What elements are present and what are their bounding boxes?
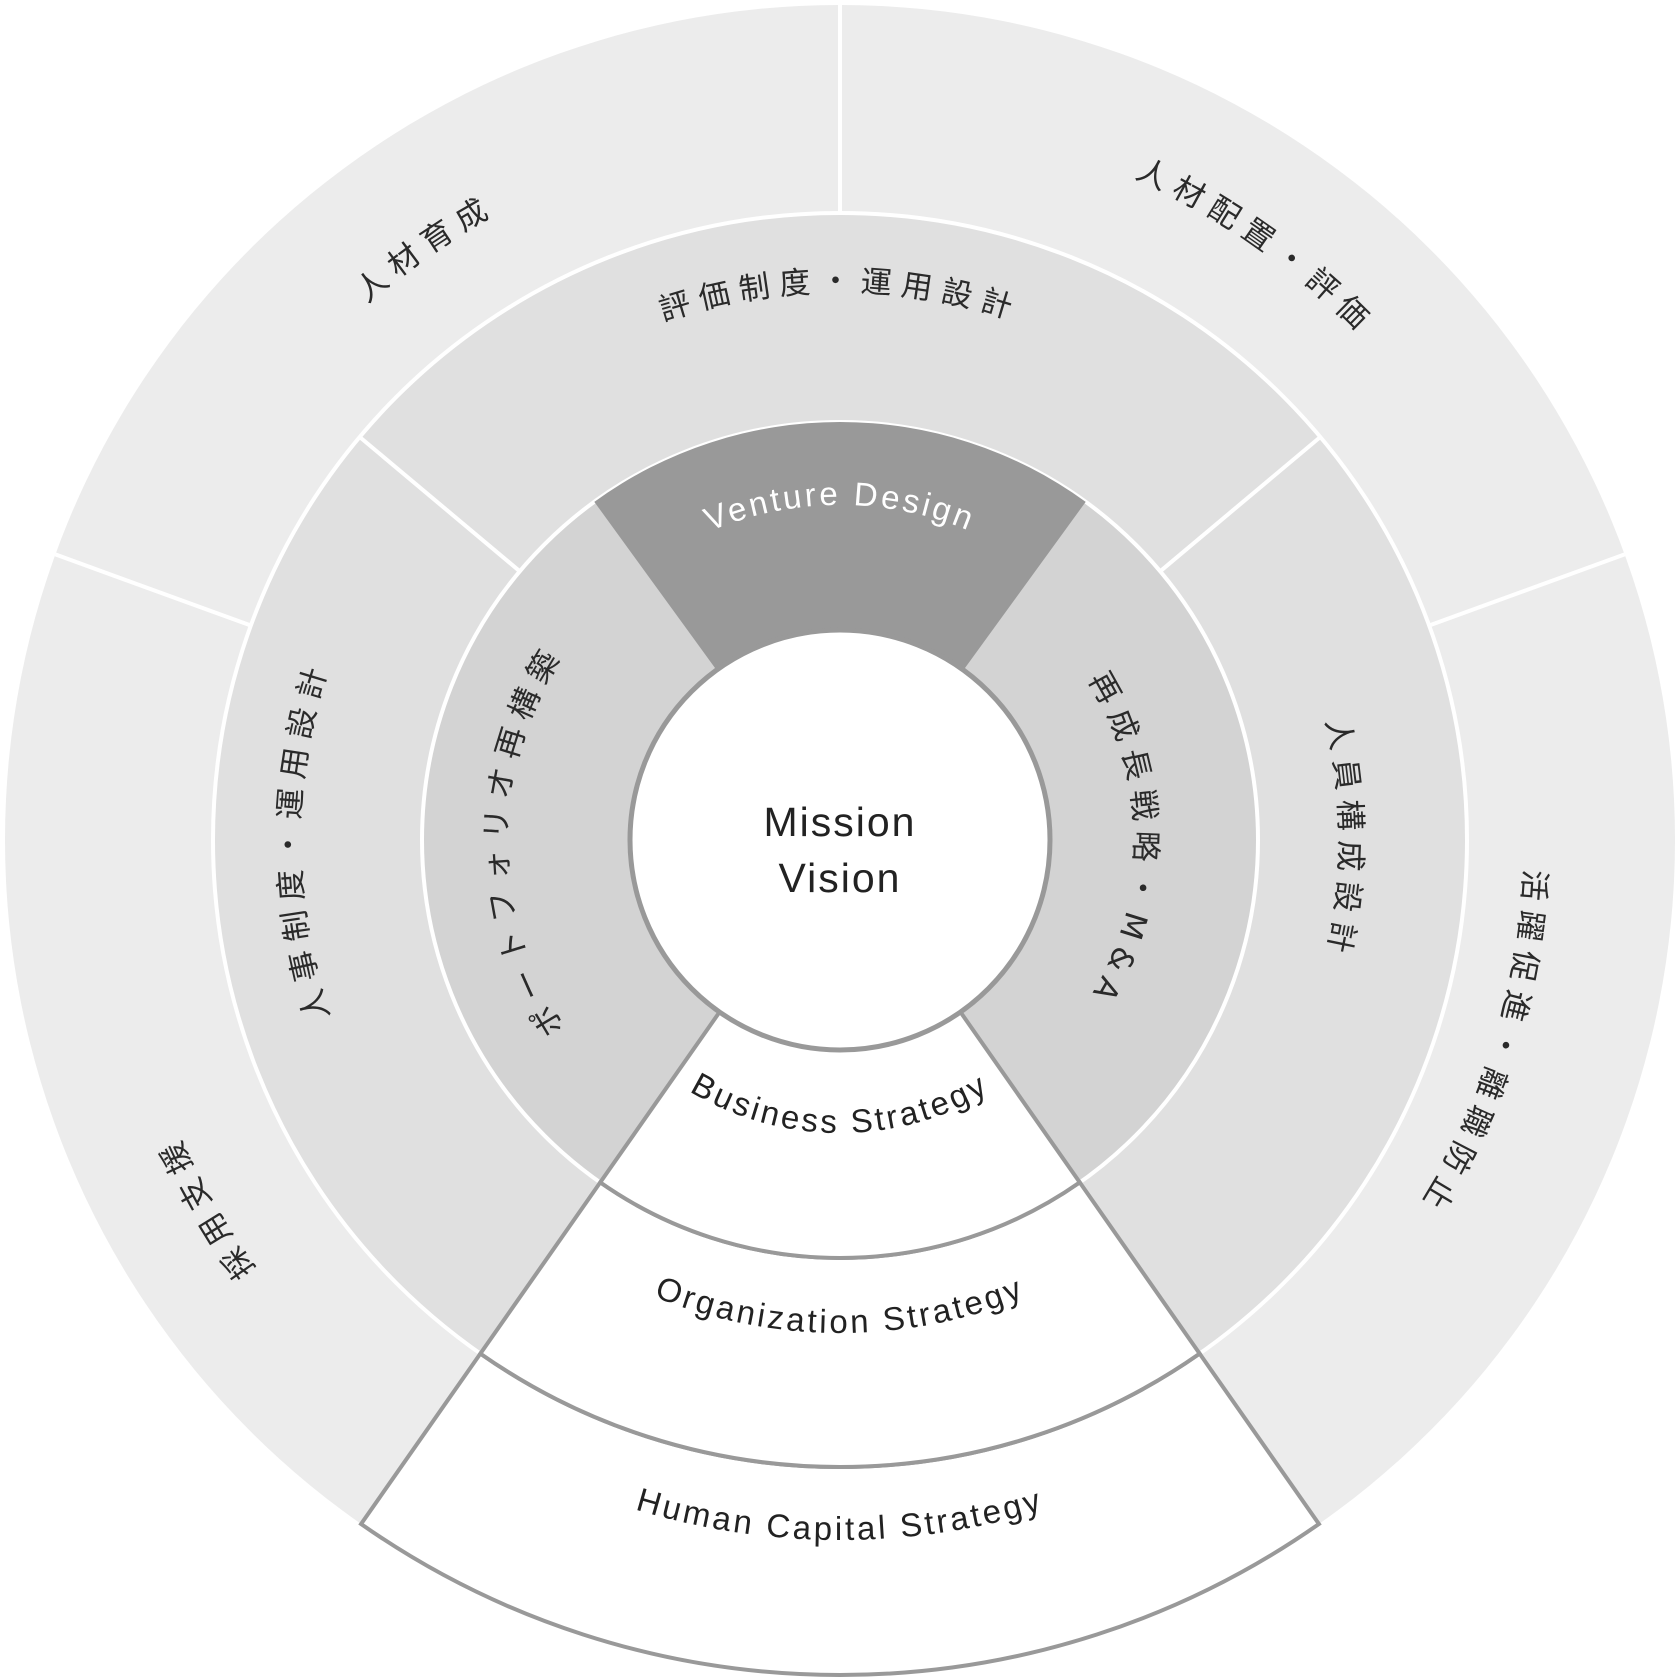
ring-divider-line <box>1158 435 1322 573</box>
ring-divider-line <box>358 435 522 573</box>
ring-dividers <box>54 5 1626 628</box>
venture-design-sector[interactable] <box>594 422 1086 671</box>
center-mission-label: Mission <box>764 799 917 845</box>
ring-divider-line <box>54 552 252 628</box>
mission-vision-circle[interactable] <box>627 627 1053 1053</box>
center-vision-label: Vision <box>779 855 902 901</box>
ring-divider-line <box>1428 552 1626 628</box>
